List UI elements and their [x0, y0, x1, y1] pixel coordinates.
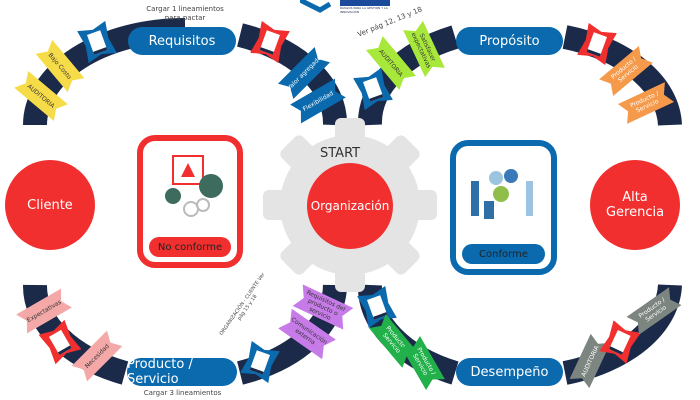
stage-requisitos[interactable]: Requisitos	[128, 27, 236, 55]
teamwork-puzzle-illustration	[471, 169, 533, 219]
gear-icon	[263, 118, 437, 292]
stage-proposito[interactable]: Propósito	[456, 27, 563, 55]
node-cliente[interactable]: Cliente	[5, 160, 95, 250]
start-label: START	[320, 146, 361, 161]
logo: RASGOS PARA LA GESTIÓN Y LA INNOVACIÓN	[298, 0, 412, 18]
stage-desempeno[interactable]: Desempeño	[456, 358, 563, 386]
node-organizacion[interactable]: Organización	[307, 163, 393, 249]
logo-text: RASGOS PARA LA GESTIÓN Y LA INNOVACIÓN	[340, 6, 388, 14]
stage-producto-servicio[interactable]: Producto / Servicio	[127, 357, 237, 387]
note-top-left: Cargar 1 lineamientos para pactar	[146, 5, 224, 22]
note-bottom-left: Cargar 3 lineamientos	[143, 389, 222, 397]
conforme-label: Conforme	[462, 244, 545, 264]
node-alta-gerencia[interactable]: Alta Gerencia	[590, 160, 680, 250]
card-no-conforme[interactable]: No conforme	[137, 135, 243, 268]
no-conforme-label: No conforme	[149, 237, 231, 257]
nonconformity-illustration	[165, 155, 223, 217]
card-conforme[interactable]: Conforme	[450, 140, 557, 275]
